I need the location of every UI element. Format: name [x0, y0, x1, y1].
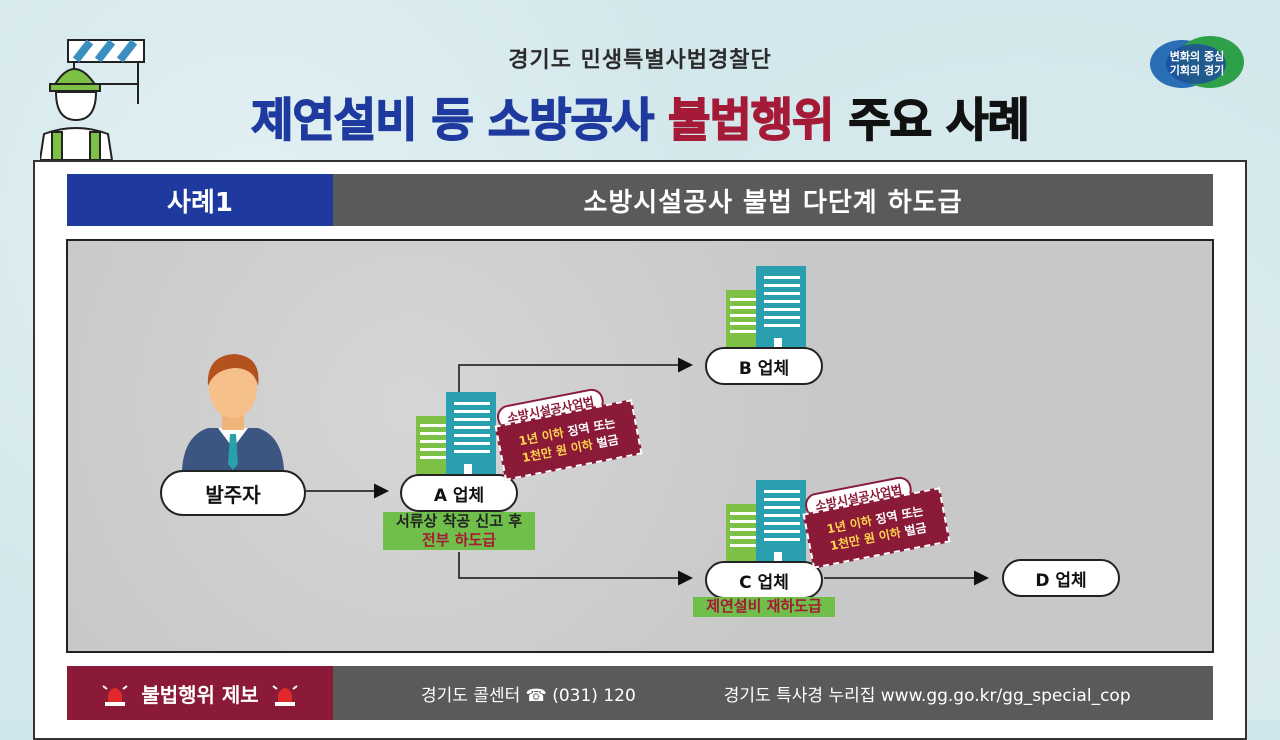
siren-icon-right — [272, 685, 298, 706]
node-company-d: D 업체 — [1002, 559, 1120, 597]
client-person-icon — [182, 354, 284, 470]
stamp-a-l2b: 벌금 — [595, 432, 620, 451]
building-icon-a — [416, 392, 496, 476]
building-icon-b — [726, 266, 806, 350]
report-banner: 불법행위 제보 — [67, 666, 333, 720]
label-c-resubcontract: 제연설비 재하도급 — [693, 597, 835, 617]
gyeonggi-slogan-logo: 변화의 중심 기회의 경기 — [1150, 36, 1244, 88]
call-center-text: 경기도 콜센터 ☎ (031) 120 — [421, 685, 636, 706]
case-title: 소방시설공사 불법 다단계 하도급 — [333, 174, 1213, 226]
node-client: 발주자 — [160, 470, 306, 516]
logo-line-2: 기회의 경기 — [1170, 63, 1224, 77]
stamp-c-l2b: 벌금 — [903, 520, 928, 539]
website-link[interactable]: 경기도 특사경 누리집 www.gg.go.kr/gg_special_cop — [723, 685, 1131, 706]
page-title: 제연설비 등 소방공사 불법행위 주요 사례 — [0, 84, 1280, 150]
header-subtitle: 경기도 민생특별사법경찰단 — [508, 48, 772, 73]
title-part-3: 주요 사례 — [848, 92, 1031, 148]
node-company-c: C 업체 — [705, 561, 823, 599]
node-company-a: A 업체 — [400, 474, 518, 512]
label-a-subcontract: 서류상 착공 신고 후 전부 하도급 — [383, 512, 535, 550]
label-a-line-2: 전부 하도급 — [421, 531, 497, 549]
node-company-b: B 업체 — [705, 347, 823, 385]
arrow-a-to-c — [458, 552, 693, 586]
siren-icon-left — [102, 685, 128, 706]
building-icon-c — [726, 480, 806, 564]
construction-worker-illustration — [40, 39, 145, 160]
logo-line-1: 변화의 중심 — [1170, 49, 1224, 63]
report-label: 불법행위 제보 — [141, 682, 259, 707]
label-a-line-1: 서류상 착공 신고 후 — [395, 512, 523, 530]
contact-banner: 경기도 콜센터 ☎ (031) 120 경기도 특사경 누리집 www.gg.g… — [333, 666, 1213, 720]
title-part-2: 불법행위 — [667, 92, 835, 148]
case-tag: 사례1 — [67, 174, 333, 226]
title-part-1: 제연설비 등 소방공사 — [250, 92, 654, 148]
